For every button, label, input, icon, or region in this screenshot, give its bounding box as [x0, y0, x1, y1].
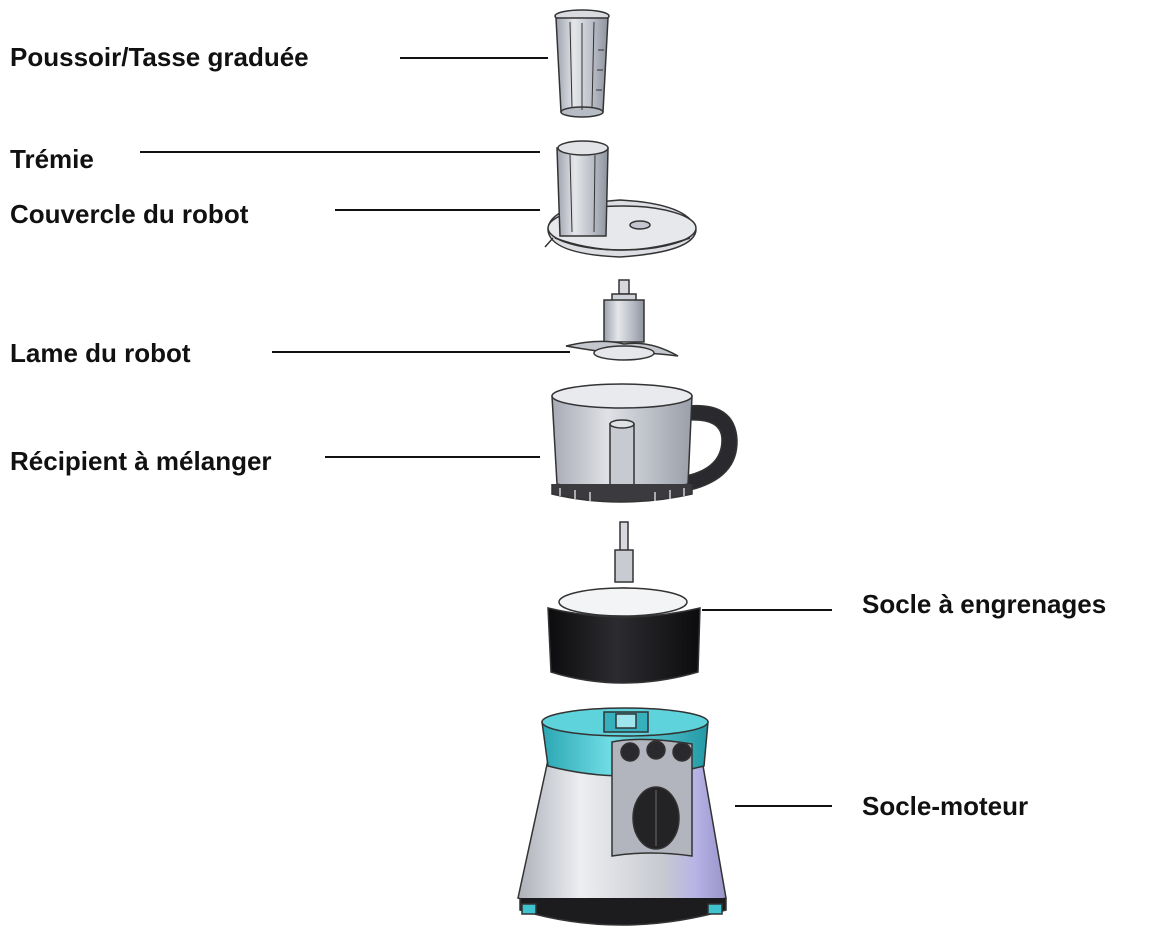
- label-blade: Lame du robot: [10, 338, 191, 368]
- label-motor-base: Socle-moteur: [862, 791, 1029, 821]
- pusher-illustration: [554, 9, 610, 118]
- leader-lines: [140, 57, 832, 807]
- label-bowl: Récipient à mélanger: [10, 446, 272, 476]
- control-knob-1: [620, 742, 640, 762]
- label-gear-base: Socle à engrenages: [862, 589, 1107, 619]
- hopper-lid-illustration: [544, 140, 697, 258]
- blade-illustration: [565, 279, 679, 361]
- label-pusher: Poussoir/Tasse graduée: [10, 42, 309, 72]
- motor-base-illustration: [517, 707, 727, 926]
- label-lid: Couvercle du robot: [10, 199, 249, 229]
- bowl-illustration: [551, 383, 738, 503]
- control-knob-2: [646, 740, 666, 760]
- control-knob-3: [672, 742, 692, 762]
- label-hopper: Trémie: [10, 144, 94, 174]
- gear-base-illustration: [547, 521, 701, 684]
